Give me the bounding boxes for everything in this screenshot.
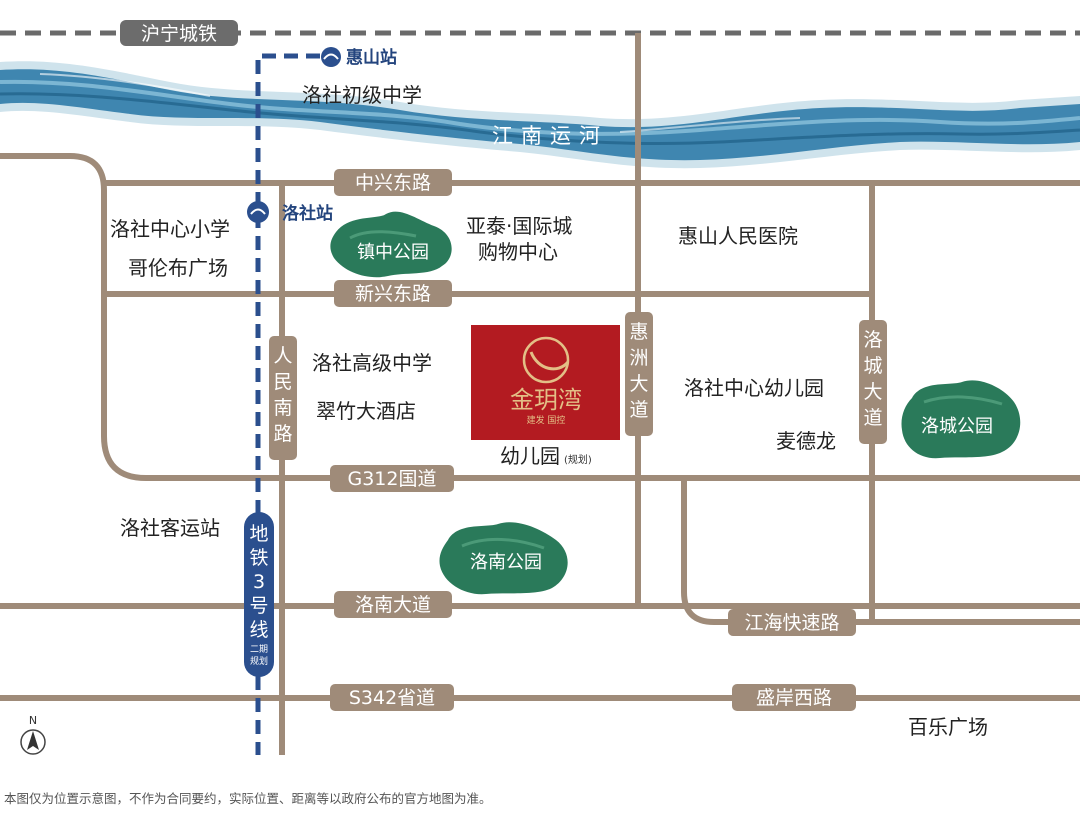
road-label-huizhou: 惠 洲 大 道 bbox=[625, 312, 653, 436]
park-luonan: 洛南公园 bbox=[439, 522, 568, 595]
project-sub: 建发 国控 bbox=[527, 414, 566, 426]
poi-chuji: 洛社初级中学 bbox=[302, 83, 422, 107]
park-luocheng-label: 洛城公园 bbox=[921, 416, 993, 437]
poi-yatai-2: 购物中心 bbox=[478, 240, 558, 264]
railway-label-text: 沪宁城铁 bbox=[141, 23, 217, 45]
road-label-shengan: 盛岸西路 bbox=[732, 684, 856, 711]
road-label-text: 盛岸西路 bbox=[756, 687, 832, 709]
compass-label: N bbox=[29, 714, 37, 727]
park-luonan-label: 洛南公园 bbox=[470, 552, 542, 573]
poi-maidelong: 麦德龙 bbox=[776, 429, 836, 453]
railway-label: 沪宁城铁 bbox=[120, 20, 238, 46]
station-luoshe: 洛社站 bbox=[247, 201, 333, 224]
poi-kindergarten-note: (规划) bbox=[564, 453, 592, 466]
river bbox=[0, 61, 1080, 169]
road-label-char: 洛 bbox=[863, 329, 882, 351]
road-label-text: G312国道 bbox=[348, 468, 437, 490]
road-label-text: 洛南大道 bbox=[355, 594, 431, 616]
road-label-text: 江海快速路 bbox=[744, 612, 839, 634]
disclaimer: 本图仅为位置示意图，不作为合同要约，实际位置、距离等以政府公布的官方地图为准。 bbox=[4, 791, 492, 806]
road-label-g312: G312国道 bbox=[330, 465, 454, 492]
road-label-luonan: 洛南大道 bbox=[334, 591, 452, 618]
compass-icon bbox=[20, 729, 46, 755]
road-label-jianghai: 江海快速路 bbox=[728, 609, 856, 636]
river-label: 江南运河 bbox=[492, 124, 608, 148]
road-label-char: 南 bbox=[273, 397, 292, 419]
road-label-char: 道 bbox=[629, 399, 648, 421]
road-label-char: 惠 bbox=[629, 321, 648, 343]
poi-yatai-1: 亚泰·国际城 bbox=[466, 214, 572, 238]
park-zhenzhong-label: 镇中公园 bbox=[357, 242, 429, 263]
road-label-char: 路 bbox=[273, 423, 292, 445]
poi-cuizhu: 翠竹大酒店 bbox=[316, 399, 416, 423]
project-name: 金玥湾 bbox=[510, 386, 582, 414]
road-label-luocheng: 洛 城 大 道 bbox=[859, 320, 887, 444]
station-huishan-label: 惠山站 bbox=[346, 47, 397, 68]
station-luoshe-label: 洛社站 bbox=[282, 203, 333, 224]
road-label-char: 大 bbox=[863, 381, 882, 403]
park-zhenzhong: 镇中公园 bbox=[330, 211, 452, 278]
poi-kindergarten: 幼儿园 bbox=[500, 444, 560, 468]
road-network bbox=[0, 33, 1080, 755]
metro-label-char: 号 bbox=[249, 595, 268, 617]
metro-label-char: 铁 bbox=[249, 547, 268, 569]
road-label-renmin: 人 民 南 路 bbox=[269, 336, 297, 460]
road-label-s342: S342省道 bbox=[330, 684, 454, 711]
metro-label-char: 地 bbox=[249, 523, 268, 545]
road-label-char: 道 bbox=[863, 407, 882, 429]
road-label-zhongxing: 中兴东路 bbox=[334, 169, 452, 196]
road-label-char: 城 bbox=[863, 355, 882, 377]
road-label-text: 新兴东路 bbox=[355, 283, 431, 305]
project-marker: 金玥湾 建发 国控 bbox=[471, 325, 620, 440]
road-label-xinxing: 新兴东路 bbox=[334, 280, 452, 307]
poi-youeryuan: 洛社中心幼儿园 bbox=[684, 376, 824, 400]
poi-gelunbu: 哥伦布广场 bbox=[128, 256, 228, 280]
poi-yiyuan: 惠山人民医院 bbox=[678, 224, 798, 248]
metro-note: 二期 bbox=[250, 644, 268, 655]
poi-baile: 百乐广场 bbox=[908, 715, 988, 739]
poi-keyun: 洛社客运站 bbox=[120, 516, 220, 540]
metro-label-char: 3 bbox=[253, 571, 265, 593]
road-label-text: S342省道 bbox=[349, 687, 435, 709]
road-label-char: 洲 bbox=[629, 347, 648, 369]
compass: N bbox=[20, 714, 46, 755]
metro-line-3: 地 铁 3 号 线 二期 规划 bbox=[244, 53, 320, 755]
road-label-text: 中兴东路 bbox=[355, 172, 431, 194]
poi-zhongxin-xiaoxue: 洛社中心小学 bbox=[110, 217, 230, 241]
station-huishan: 惠山站 bbox=[321, 47, 397, 68]
park-luocheng: 洛城公园 bbox=[901, 380, 1021, 459]
road-label-char: 大 bbox=[629, 373, 648, 395]
poi-gaoji: 洛社高级中学 bbox=[312, 351, 432, 375]
moon-logo-icon bbox=[522, 336, 570, 384]
metro-station-icon bbox=[247, 201, 269, 223]
road-label-char: 人 bbox=[273, 345, 292, 367]
metro-station-icon bbox=[321, 47, 341, 67]
metro-label-char: 线 bbox=[249, 619, 268, 641]
metro-note: 规划 bbox=[250, 655, 268, 667]
road-label-char: 民 bbox=[273, 371, 292, 393]
